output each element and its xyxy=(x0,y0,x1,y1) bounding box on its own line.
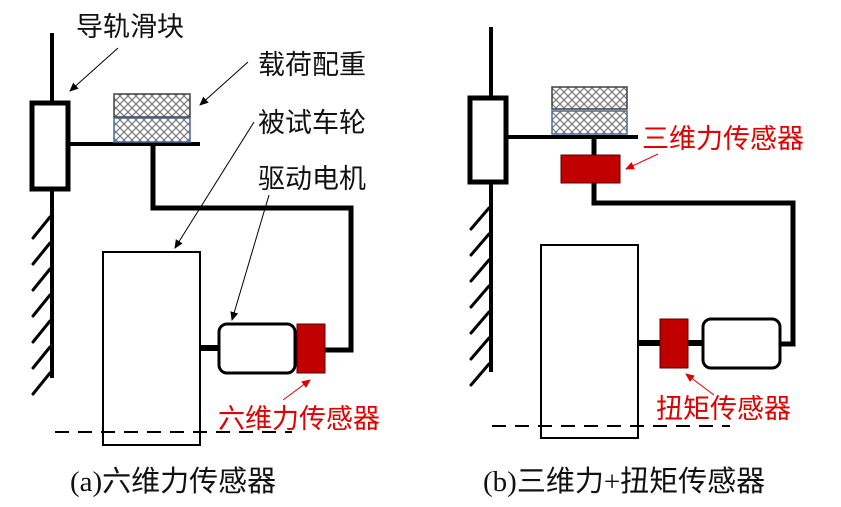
weight-top xyxy=(551,86,628,110)
label-drive-motor: 驱动电机 xyxy=(258,164,366,195)
label-rail-slider: 导轨滑块 xyxy=(76,12,184,43)
weight-bottom xyxy=(551,110,628,135)
three-axis-force-sensor xyxy=(560,154,621,184)
frame-linkage xyxy=(150,144,354,353)
arrow-load-weight xyxy=(199,61,249,106)
arrow-three-axis-sensor xyxy=(625,153,659,170)
panel-b: 三维力传感器 扭矩传感器 (b)三维力+扭矩传感器 xyxy=(467,27,804,498)
arrow-test-wheel xyxy=(174,121,255,249)
frame-linkage xyxy=(591,183,796,347)
ground-hatching xyxy=(469,206,491,387)
rail-slider xyxy=(467,95,509,185)
drive-motor xyxy=(217,322,297,375)
caption-a: (a)六维力传感器 xyxy=(70,465,276,498)
panel-a: 导轨滑块 载荷配重 被试车轮 驱动电机 六维力传感器 (a)六维力传感器 xyxy=(29,12,380,498)
drive-motor xyxy=(701,317,782,370)
ground-hatching xyxy=(31,215,52,396)
weight-top xyxy=(113,93,191,118)
torque-sensor xyxy=(659,318,689,369)
label-test-wheel: 被试车轮 xyxy=(258,108,366,139)
caption-b: (b)三维力+扭矩传感器 xyxy=(483,465,765,498)
label-three-axis-sensor: 三维力传感器 xyxy=(642,124,804,155)
six-axis-sensor xyxy=(296,323,326,374)
arrow-six-axis-sensor xyxy=(282,379,311,401)
arrow-rail-slider xyxy=(69,47,119,92)
test-wheel xyxy=(540,244,639,439)
test-wheel xyxy=(102,251,201,446)
rail-slider xyxy=(29,100,71,192)
arrow-drive-motor xyxy=(230,194,270,321)
weight-bottom xyxy=(113,117,191,143)
label-torque-sensor: 扭矩传感器 xyxy=(656,394,791,425)
label-load-weight: 载荷配重 xyxy=(258,50,366,81)
arrow-torque-sensor xyxy=(685,373,715,396)
label-six-axis-sensor: 六维力传感器 xyxy=(218,404,380,435)
